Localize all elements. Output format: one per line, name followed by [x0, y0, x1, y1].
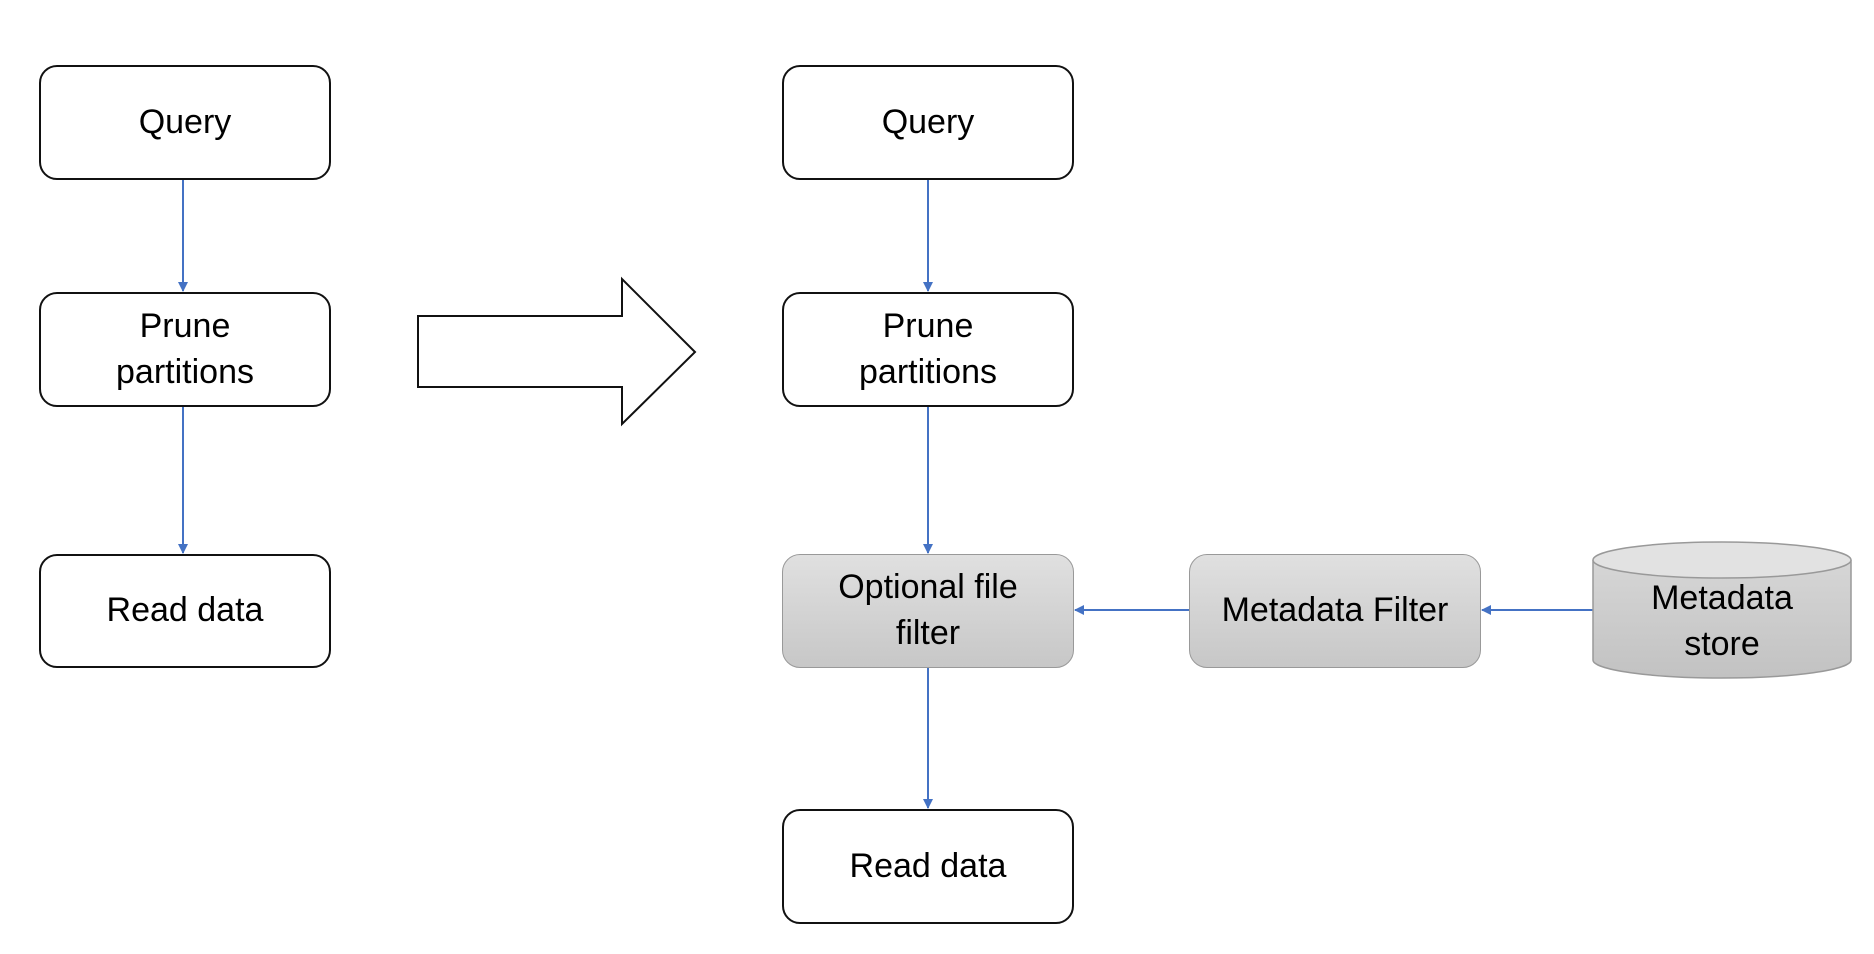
read-data-box-left: Read data	[39, 554, 331, 668]
query-box-right: Query	[782, 65, 1074, 180]
optional-file-filter-label: Optional file filter	[838, 568, 1018, 652]
query-box-left: Query	[39, 65, 331, 180]
query-label-left: Query	[138, 102, 232, 141]
prune-partitions-box-right: Prune partitions	[782, 292, 1074, 407]
optional-file-filter-box: Optional file filter	[782, 554, 1074, 668]
prune-partitions-label-right: Prune partitions	[859, 306, 997, 391]
metadata-filter-box: Metadata Filter	[1189, 554, 1481, 668]
prune-partitions-box-left: Prune partitions	[39, 292, 331, 407]
metadata-store-label-wrap: Metadata store	[1593, 572, 1851, 672]
metadata-store-label: Metadata store	[1651, 579, 1793, 663]
read-data-label-right: Read data	[849, 846, 1007, 885]
transform-arrow-shape	[417, 276, 697, 427]
metadata-filter-label: Metadata Filter	[1221, 591, 1449, 630]
read-data-box-right: Read data	[782, 809, 1074, 924]
prune-partitions-label-left: Prune partitions	[116, 306, 254, 391]
metadata-store-cylinder	[1592, 541, 1852, 679]
query-label-right: Query	[881, 102, 975, 141]
read-data-label-left: Read data	[106, 591, 264, 630]
